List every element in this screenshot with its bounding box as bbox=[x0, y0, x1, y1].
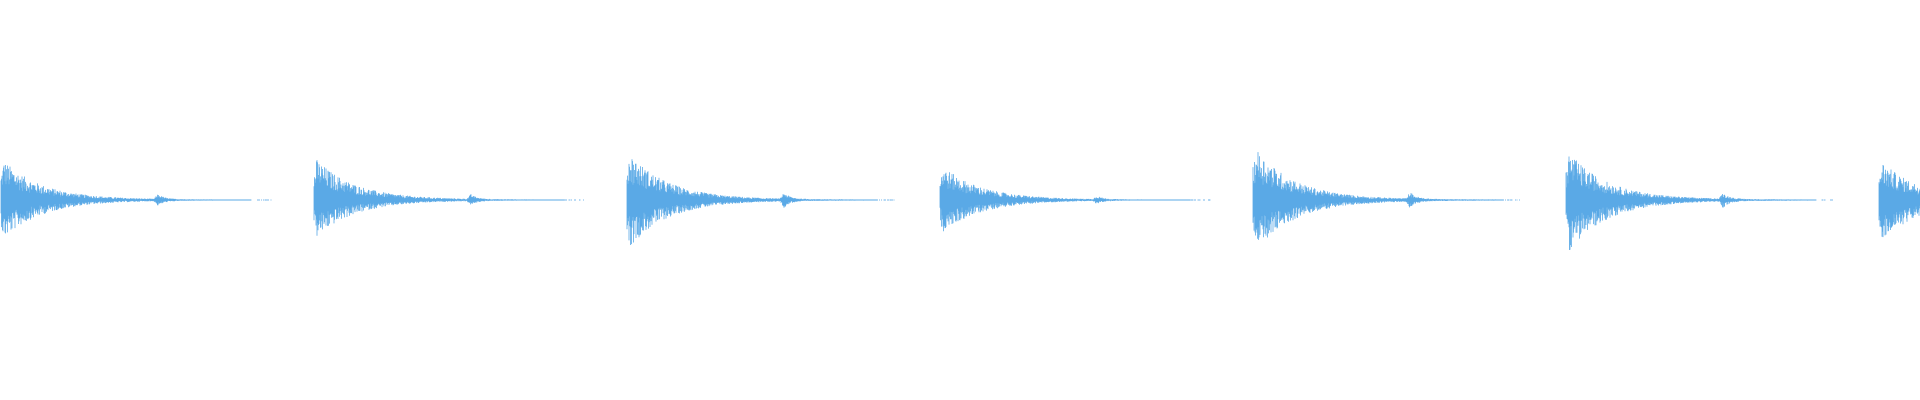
waveform-hit-path bbox=[626, 159, 895, 245]
waveform-hit-path bbox=[0, 165, 272, 234]
waveform-hit-path bbox=[1252, 152, 1520, 240]
waveform-hit bbox=[1565, 156, 1833, 250]
waveform-hit-path bbox=[939, 172, 1211, 232]
waveform-hit bbox=[626, 159, 895, 245]
waveform-hit bbox=[1878, 165, 1920, 238]
waveform-hit-path bbox=[1878, 165, 1920, 238]
waveform-hit bbox=[0, 165, 272, 234]
waveform-hit-path bbox=[1565, 156, 1833, 250]
waveform-hit-path bbox=[313, 160, 584, 236]
waveform-hit bbox=[939, 172, 1211, 232]
waveform-layer bbox=[0, 152, 1920, 250]
waveform-hit bbox=[313, 160, 584, 236]
waveform-hit bbox=[1252, 152, 1520, 240]
